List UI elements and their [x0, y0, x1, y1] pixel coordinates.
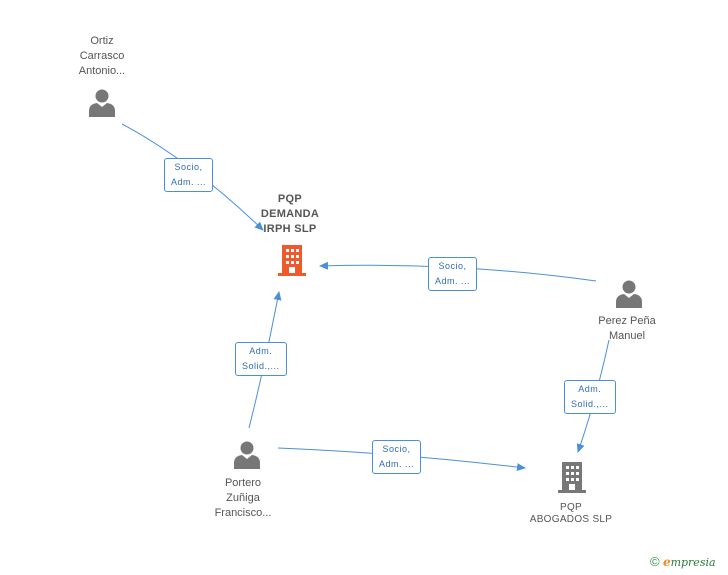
brand-name: mpresia — [670, 556, 716, 569]
person-icon[interactable] — [614, 279, 644, 309]
person-icon[interactable] — [87, 88, 117, 118]
node-label-line: PQP — [559, 502, 583, 513]
edge-label-line: Socio, — [174, 162, 203, 172]
node-label-line: DEMANDA — [260, 208, 320, 220]
node-label-pqp-demanda[interactable]: PQP DEMANDA IRPH SLP — [245, 192, 335, 237]
brand-initial: e — [662, 555, 671, 569]
node-label-line: Zuñiga — [226, 492, 260, 504]
edge-label-perez-abogados[interactable]: Adm. Solid.,... — [564, 380, 616, 414]
node-label-line: Antonio... — [78, 65, 126, 77]
node-label-ortiz[interactable]: Ortiz Carrasco Antonio... — [62, 34, 142, 79]
node-label-line: ABOGADOS SLP — [529, 514, 613, 525]
edge-label-ortiz-demanda[interactable]: Socio, Adm. ... — [164, 158, 214, 192]
building-icon[interactable] — [556, 460, 588, 494]
edge-label-line: Adm. ... — [435, 276, 471, 286]
copyright-icon: © — [650, 554, 660, 569]
person-icon[interactable] — [232, 440, 262, 470]
empresia-logo[interactable]: © empresia — [650, 554, 716, 569]
edge-label-line: Adm. ... — [379, 459, 415, 469]
node-label-pqp-abogados[interactable]: PQP ABOGADOS SLP — [516, 502, 626, 526]
node-label-line: IRPH SLP — [263, 223, 317, 235]
edge-label-perez-demanda[interactable]: Socio, Adm. ... — [428, 257, 478, 291]
edge-label-line: Solid.,... — [242, 361, 280, 371]
edge-label-line: Socio, — [438, 261, 467, 271]
node-label-line: Portero — [224, 477, 262, 489]
edge-label-line: Adm. ... — [171, 177, 207, 187]
node-label-line: Carrasco — [79, 50, 125, 62]
edge-label-line: Adm. — [578, 384, 602, 394]
node-label-line: Manuel — [608, 330, 646, 342]
node-label-line: PQP — [277, 193, 303, 205]
node-label-line: Francisco... — [214, 507, 272, 519]
node-label-line: Perez Peña — [598, 315, 656, 327]
edge-label-line: Adm. — [249, 346, 273, 356]
building-icon[interactable] — [276, 243, 308, 277]
node-label-perez[interactable]: Perez Peña Manuel — [582, 314, 672, 344]
edge-label-portero-demanda[interactable]: Adm. Solid.,... — [235, 342, 287, 376]
node-label-portero[interactable]: Portero Zuñiga Francisco... — [198, 476, 288, 521]
edge-label-line: Solid.,... — [571, 399, 609, 409]
node-label-line: Ortiz — [90, 35, 114, 47]
edge-label-portero-abogados[interactable]: Socio, Adm. ... — [372, 440, 422, 474]
edge-label-line: Socio, — [382, 444, 411, 454]
